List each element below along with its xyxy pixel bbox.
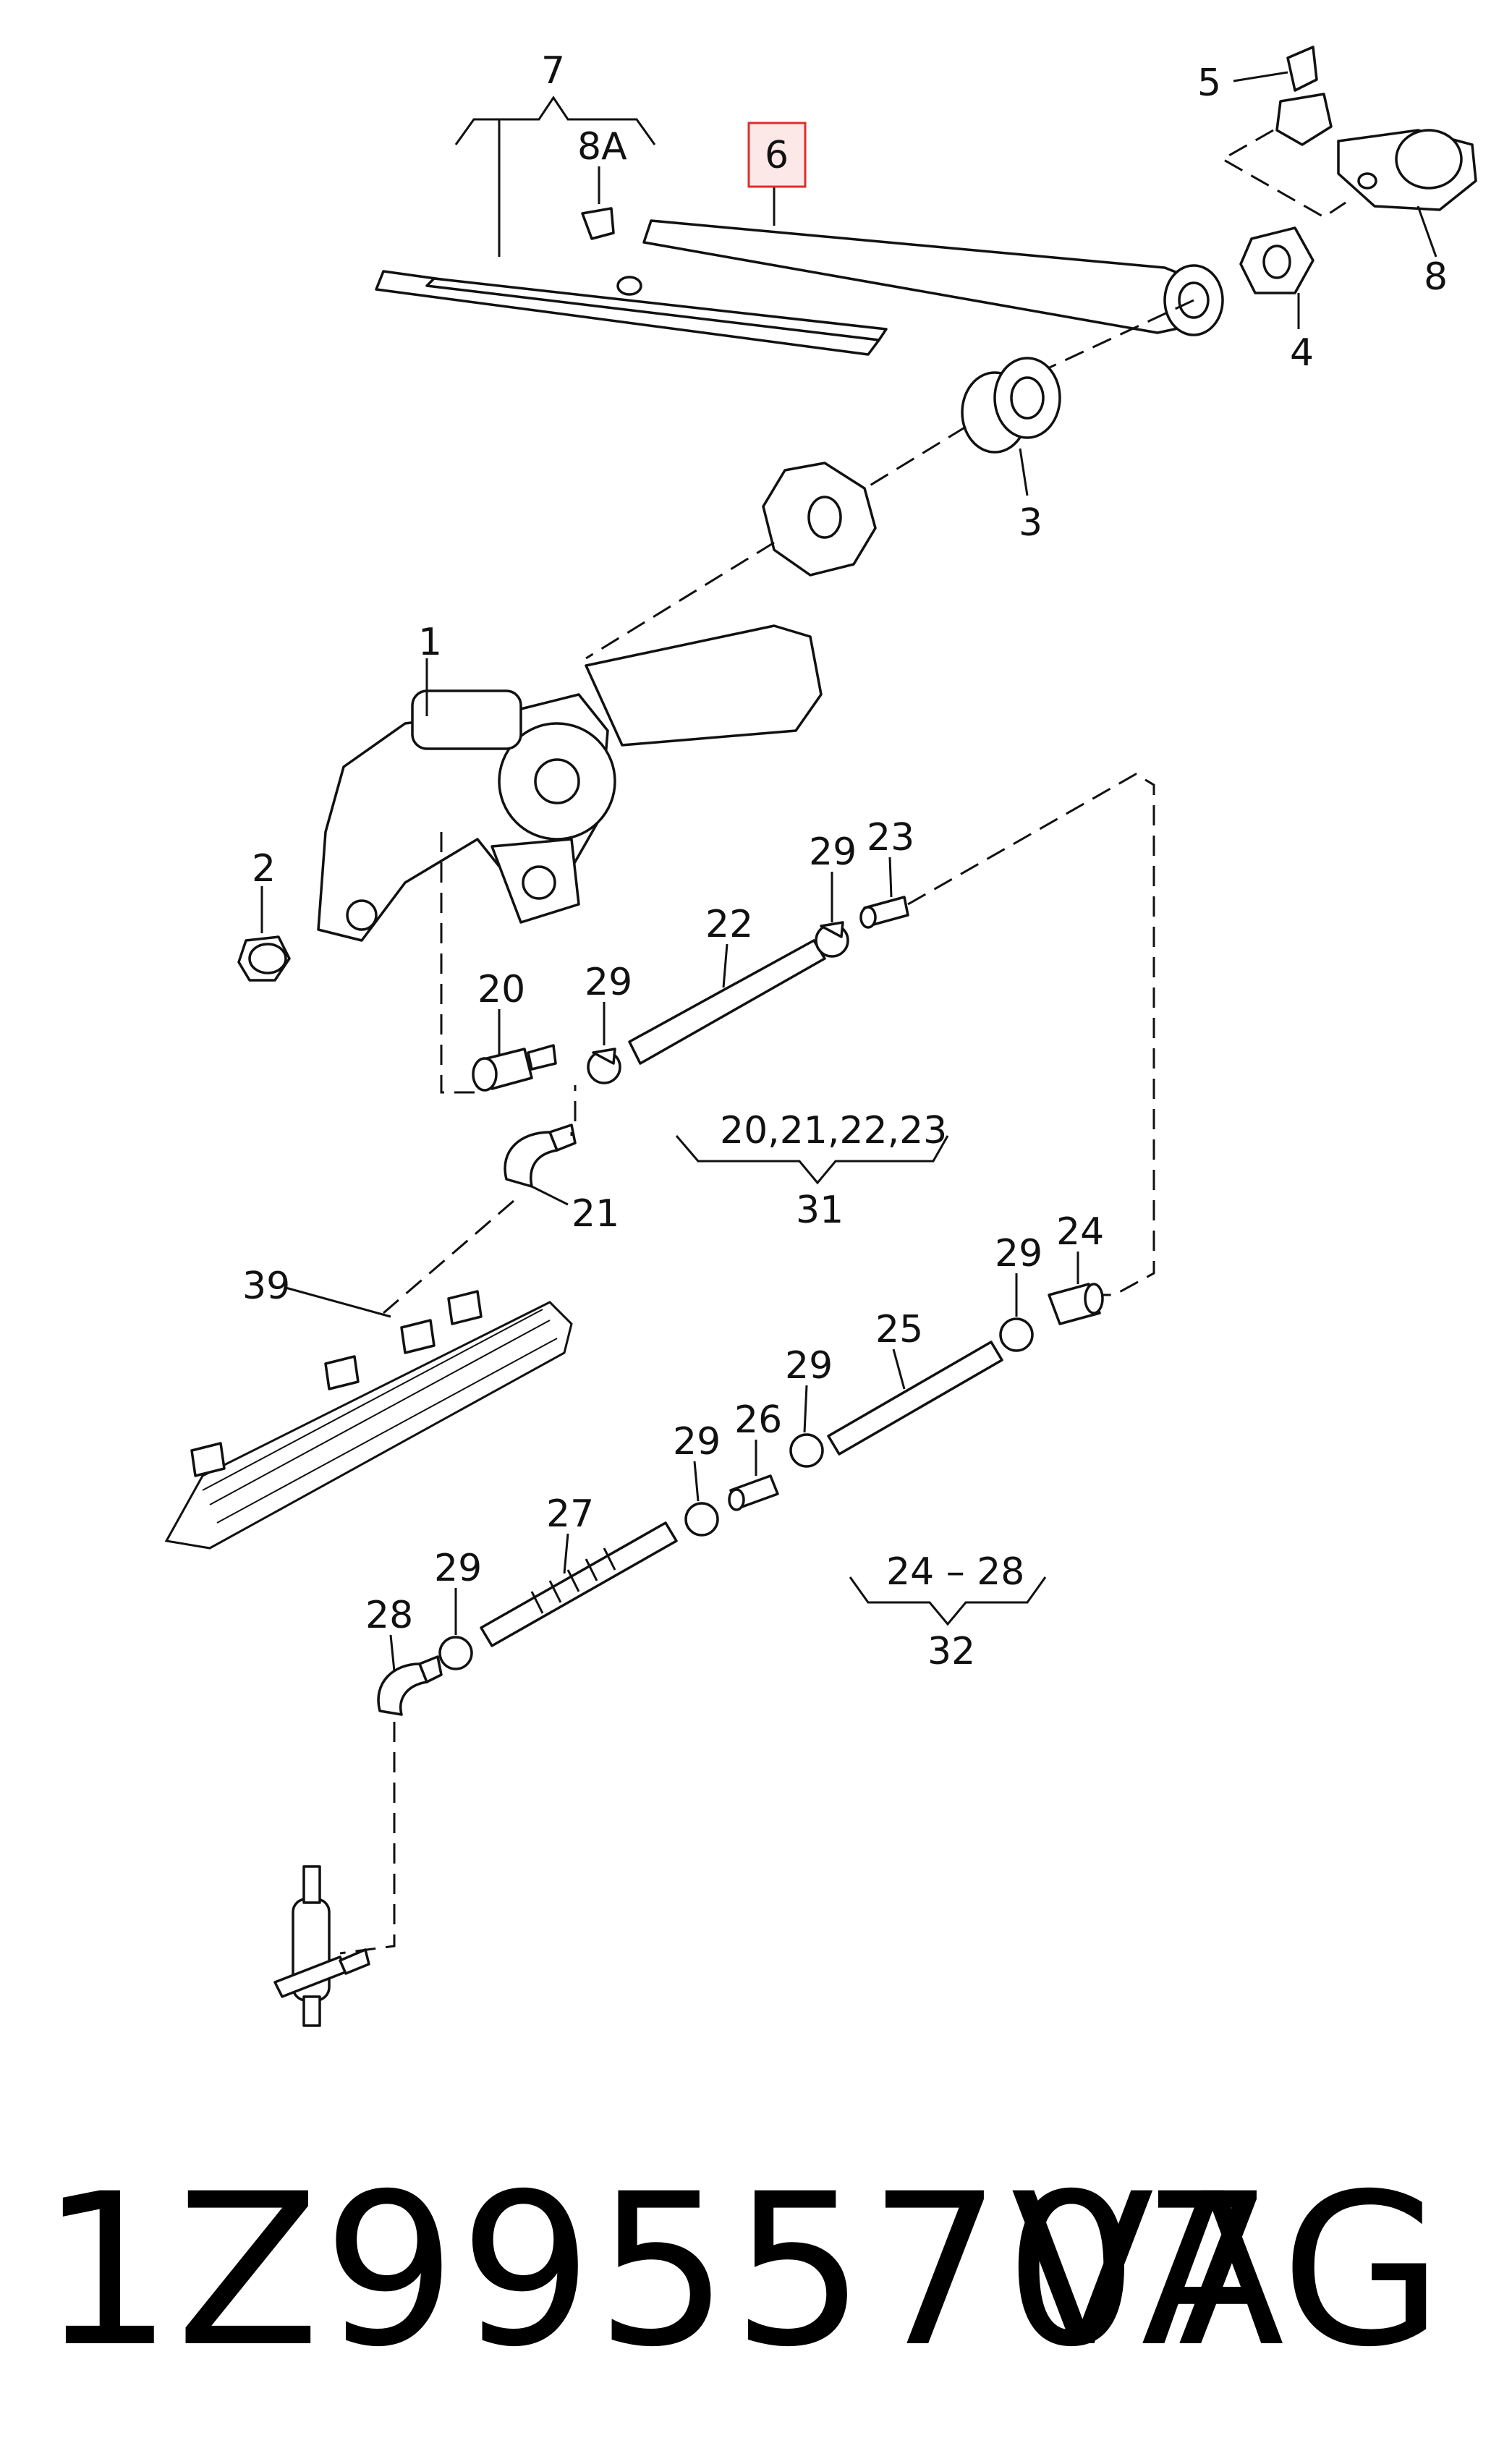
label-6: 6	[765, 134, 789, 177]
label-1: 1	[418, 621, 442, 664]
label-7: 7	[541, 49, 565, 93]
footer: 1Z9955707 VAG	[0, 2156, 1512, 2387]
corrugated-hose-27	[480, 1521, 678, 1647]
label-8a: 8A	[577, 125, 627, 169]
hose-clamp-29b	[815, 872, 849, 958]
washer-pump	[273, 1865, 370, 2027]
connector-26	[728, 1440, 779, 1511]
hose-clamp-29c	[999, 1273, 1034, 1352]
washer-nozzle-bar-39	[164, 1286, 573, 1550]
brand-name: VAG	[1011, 2149, 1443, 2393]
elbow-28	[377, 1634, 443, 1716]
highlight-box-6	[747, 122, 807, 188]
cap-5	[1233, 46, 1333, 146]
nut-2	[237, 886, 291, 982]
hose-clamp-29a	[587, 1002, 621, 1084]
hose-25	[827, 1341, 1003, 1456]
label-5: 5	[1197, 61, 1221, 105]
connector-20	[472, 1009, 557, 1092]
label-3: 3	[1019, 501, 1042, 545]
connector-23	[859, 857, 909, 929]
hose-22	[628, 939, 826, 1065]
label-group-32-members: 24 – 28	[886, 1550, 1024, 1594]
end-cap-8a	[581, 166, 615, 240]
group-32-bracket	[849, 1576, 1047, 1626]
hose-clamp-29f	[438, 1588, 473, 1670]
label-29e: 29	[673, 1420, 721, 1464]
label-24: 24	[1056, 1210, 1104, 1254]
hose-clamp-29d	[789, 1385, 824, 1468]
label-29b: 29	[809, 831, 857, 874]
label-27: 27	[546, 1492, 594, 1536]
label-22: 22	[705, 903, 753, 946]
label-28: 28	[365, 1594, 413, 1637]
wiper-blade	[375, 270, 888, 356]
callout-7-bracket	[454, 95, 656, 145]
label-group-31: 31	[796, 1189, 844, 1232]
gasket	[762, 462, 877, 577]
label-29a: 29	[585, 961, 632, 1004]
label-group-32: 32	[927, 1630, 975, 1673]
label-39: 39	[242, 1265, 290, 1308]
label-2: 2	[252, 847, 276, 891]
label-21: 21	[572, 1192, 619, 1236]
nut-4	[1239, 226, 1314, 329]
exploded-parts-diagram: 7 8A 6 5 8 4 3 1 2 20 29 22 29 23 21 20,…	[164, 46, 1477, 2027]
grommet-3	[961, 357, 1061, 496]
label-29d: 29	[785, 1344, 833, 1388]
hose-clamp-29e	[684, 1461, 719, 1537]
label-20: 20	[477, 968, 525, 1011]
label-8: 8	[1424, 255, 1448, 299]
group-31-bracket	[675, 1135, 949, 1185]
part-number: 1Z9955707	[40, 2149, 1278, 2393]
label-4: 4	[1290, 331, 1314, 375]
callout-labels: 7 8A 6 5 8 4 3 1 2 20 29 22 29 23 21 20,…	[242, 49, 1448, 1673]
connector-24	[1048, 1252, 1104, 1325]
elbow-21	[504, 1123, 577, 1206]
label-group-31-members: 20,21,22,23	[720, 1109, 947, 1152]
label-29f: 29	[434, 1547, 482, 1590]
label-26: 26	[734, 1398, 782, 1442]
label-25: 25	[875, 1308, 923, 1351]
cover-8	[1337, 129, 1477, 258]
label-29c: 29	[995, 1232, 1042, 1275]
wiper-motor	[317, 624, 823, 942]
label-23: 23	[867, 816, 914, 859]
